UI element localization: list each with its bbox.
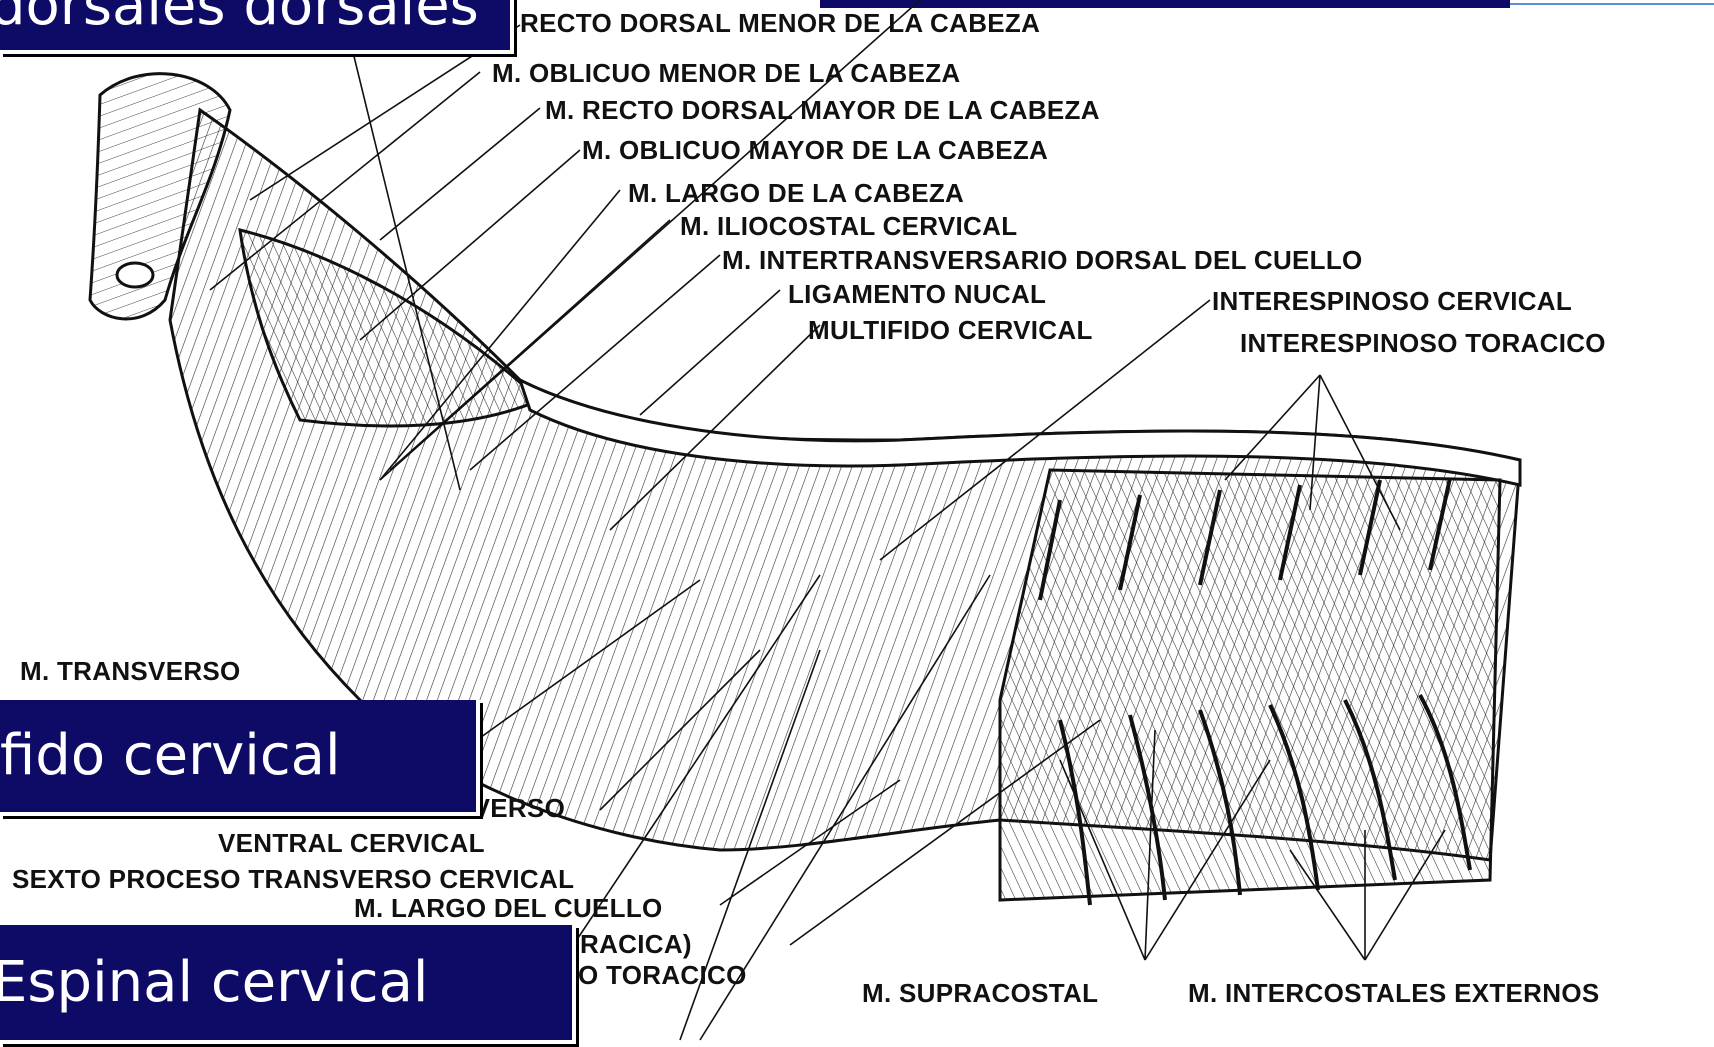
overlay-top-left-text: dorsales dorsales	[0, 0, 479, 38]
overlay-espinal-text: Espinal cervical	[0, 949, 429, 1015]
overlay-top-left: dorsales dorsales	[0, 0, 514, 54]
nuchal-ligament	[517, 377, 1522, 487]
label-oblicuo-menor: M. OBLICUO MENOR DE LA CABEZA	[492, 58, 961, 88]
label-supracostal: M. SUPRACOSTAL	[862, 978, 1099, 1008]
label-ventral-cervical: VENTRAL CERVICAL	[218, 828, 485, 858]
label-largo-cuello: M. LARGO DEL CUELLO	[354, 893, 663, 923]
label-interespinoso-cervical: INTERESPINOSO CERVICAL	[1212, 286, 1573, 316]
label-iliocostal-cervical: M. ILIOCOSTAL CERVICAL	[680, 211, 1018, 241]
label-oblicuo-mayor: M. OBLICUO MAYOR DE LA CABEZA	[582, 135, 1049, 165]
ribs	[1038, 477, 1472, 906]
label-sexto-proceso: SEXTO PROCESO TRANSVERSO CERVICAL	[12, 864, 575, 894]
thoracic-wall	[998, 468, 1502, 902]
label-toracico-partial: O TORACICO	[578, 960, 747, 990]
top-banner-edge	[820, 0, 1510, 8]
overlay-multifido: fido cervical	[0, 700, 480, 816]
label-transverso: M. TRANSVERSO	[20, 656, 241, 686]
label-recto-dorsal-menor: RECTO DORSAL MENOR DE LA CABEZA	[520, 8, 1041, 38]
label-recto-dorsal-mayor: M. RECTO DORSAL MAYOR DE LA CABEZA	[545, 95, 1100, 125]
label-toracica-partial: RACICA)	[580, 929, 692, 959]
label-largo-cabeza: M. LARGO DE LA CABEZA	[628, 178, 965, 208]
overlay-espinal: Espinal cervical	[0, 925, 576, 1044]
label-intercostales: M. INTERCOSTALES EXTERNOS	[1188, 978, 1600, 1008]
leader-lines	[209, 0, 1446, 1041]
label-multifido-cervical: MULTIFIDO CERVICAL	[808, 315, 1093, 345]
label-intertransversario: M. INTERTRANSVERSARIO DORSAL DEL CUELLO	[722, 245, 1363, 275]
label-interespinoso-toracico: INTERESPINOSO TORACICO	[1240, 328, 1606, 358]
label-ligamento-nucal: LIGAMENTO NUCAL	[788, 279, 1047, 309]
overlay-multifido-text: fido cervical	[0, 723, 341, 788]
